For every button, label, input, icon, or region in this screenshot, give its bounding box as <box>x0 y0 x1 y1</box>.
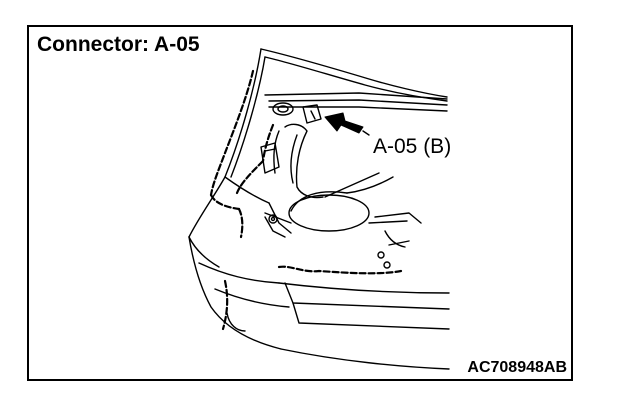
callout-leader-line <box>362 130 370 136</box>
front-bumper <box>188 236 450 370</box>
connector-title: Connector: A-05 <box>37 33 200 56</box>
figure-code: AC708948AB <box>467 359 567 376</box>
connector-arrow <box>324 112 364 134</box>
diagram-frame: Connector: A-05 A-05 (B) AC708948AB <box>27 25 573 381</box>
wiring-harness <box>209 69 403 331</box>
connector-callout-label: A-05 (B) <box>373 135 452 158</box>
fender-outline <box>188 176 292 268</box>
engine-bay-drawing <box>188 48 450 370</box>
cowl-panel <box>264 92 448 112</box>
engine-bay-components <box>260 102 422 269</box>
